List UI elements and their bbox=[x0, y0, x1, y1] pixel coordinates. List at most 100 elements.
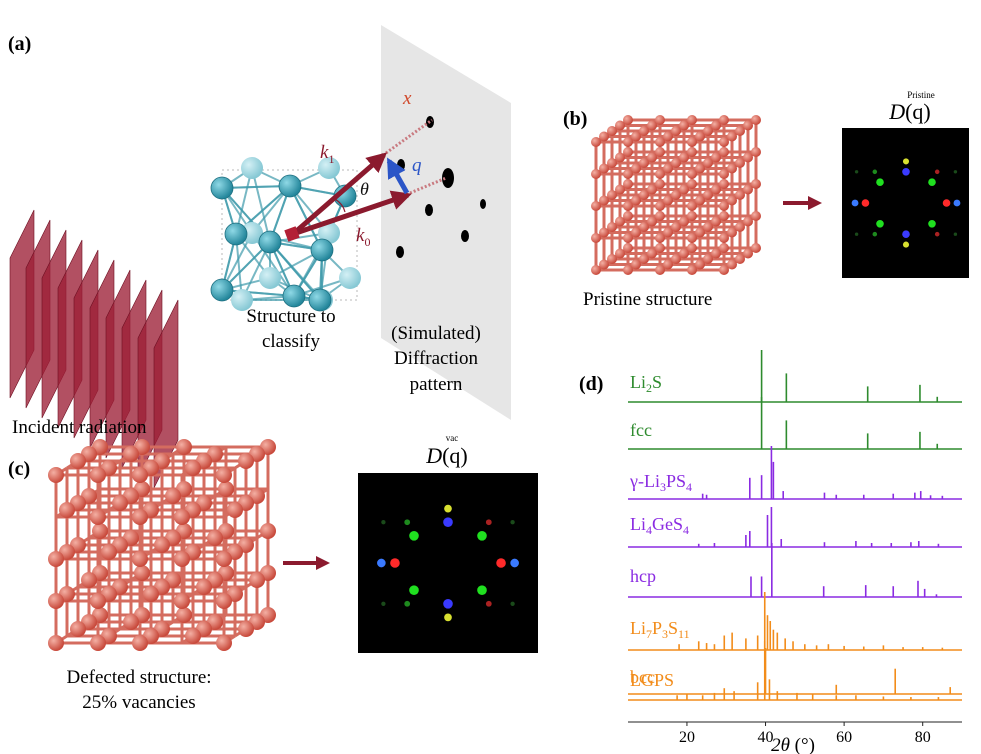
diffraction-peak bbox=[902, 241, 910, 248]
lattice-atom bbox=[639, 190, 649, 200]
lattice-atom bbox=[687, 211, 697, 221]
lattice-atom bbox=[623, 147, 633, 157]
lattice-atom bbox=[687, 147, 697, 157]
diffraction-peak bbox=[444, 613, 452, 622]
lattice-atom bbox=[695, 163, 705, 174]
structure-caption-line1: Structure to bbox=[246, 306, 335, 327]
spectrum-label: Li2S bbox=[630, 372, 662, 395]
lattice-atom bbox=[174, 509, 190, 525]
diffraction-peak bbox=[953, 199, 961, 207]
diffraction-peak bbox=[872, 169, 878, 175]
defected-lattice bbox=[48, 439, 276, 651]
lattice-atom bbox=[703, 222, 713, 232]
lattice-atom bbox=[599, 259, 609, 270]
lattice-atom bbox=[671, 126, 681, 136]
x-guide-line bbox=[385, 118, 433, 155]
lattice-atom bbox=[727, 195, 737, 206]
diffraction-peak bbox=[851, 199, 859, 207]
lattice-atom bbox=[655, 115, 665, 125]
lattice-atom bbox=[639, 254, 649, 264]
lattice-atom bbox=[59, 502, 75, 518]
lattice-atom bbox=[719, 265, 729, 275]
dq-pristine-spots bbox=[851, 158, 961, 248]
lattice-atom bbox=[90, 635, 106, 651]
lattice-atom bbox=[174, 593, 190, 609]
lattice-atom bbox=[687, 179, 697, 189]
spectrum-label: hcp bbox=[630, 566, 656, 586]
lattice-atom bbox=[679, 152, 689, 163]
lattice-atom bbox=[679, 184, 689, 195]
lattice-atom bbox=[727, 163, 737, 174]
x-tick-label: 20 bbox=[679, 729, 695, 746]
lattice-atom bbox=[639, 158, 649, 168]
atom bbox=[339, 267, 361, 289]
atom bbox=[310, 238, 334, 262]
lattice-atom bbox=[123, 614, 139, 630]
atom bbox=[210, 278, 234, 302]
diffraction-spot bbox=[397, 159, 405, 171]
lattice-atom bbox=[81, 572, 97, 588]
lattice-atom bbox=[48, 467, 64, 483]
lattice-atom bbox=[623, 211, 633, 221]
dq-vac-superscript: vac bbox=[446, 433, 459, 443]
lattice-atom bbox=[743, 216, 753, 227]
lattice-atom bbox=[599, 195, 609, 206]
lattice-atom bbox=[623, 169, 633, 179]
lattice-atom bbox=[227, 502, 243, 518]
lattice-atom bbox=[143, 586, 159, 602]
radiation-sheet bbox=[153, 299, 179, 489]
atom bbox=[241, 222, 263, 244]
lattice-atom bbox=[735, 190, 745, 200]
lattice-atom bbox=[719, 179, 729, 189]
spectrum-label: bcc bbox=[630, 667, 655, 687]
lattice-atom bbox=[695, 259, 705, 270]
lattice-atom bbox=[695, 131, 705, 142]
lattice-atom bbox=[687, 169, 697, 179]
diffraction-peak bbox=[902, 158, 910, 165]
lattice-atom bbox=[655, 179, 665, 189]
lattice-atom bbox=[751, 115, 761, 125]
lattice-atom bbox=[687, 201, 697, 211]
diffraction-peak bbox=[404, 519, 411, 526]
dq-vac-image bbox=[358, 473, 538, 653]
diffraction-peak bbox=[510, 601, 515, 606]
lattice-atom bbox=[735, 158, 745, 168]
lattice-atom bbox=[623, 233, 633, 243]
diffraction-spot bbox=[425, 204, 433, 216]
lattice-atom bbox=[607, 158, 617, 168]
scatter-origin bbox=[284, 226, 300, 242]
panel-c-label: (c) bbox=[8, 458, 30, 480]
x-axis-label: 2θ (°) bbox=[771, 735, 815, 754]
lattice-atom bbox=[260, 523, 276, 539]
lattice-atom bbox=[48, 635, 64, 651]
lattice-atom bbox=[655, 169, 665, 179]
lattice-atom bbox=[90, 509, 106, 525]
spectrum: Li4GeS4 bbox=[628, 507, 962, 548]
diffraction-peak bbox=[477, 531, 487, 541]
diffraction-peak bbox=[854, 170, 859, 174]
lattice-atom bbox=[216, 467, 232, 483]
lattice-atom bbox=[591, 169, 601, 179]
lattice-atom bbox=[647, 248, 657, 259]
k0-symbol: k0 bbox=[356, 225, 370, 249]
diffraction-peak bbox=[404, 600, 411, 607]
q-arrow bbox=[386, 157, 410, 195]
k1-symbol: k1 bbox=[320, 142, 334, 166]
lattice-atom bbox=[216, 551, 232, 567]
diffraction-peak bbox=[854, 232, 859, 236]
lattice-atom bbox=[154, 537, 170, 553]
spectrum-label: Li7P3S11 bbox=[630, 618, 690, 641]
atom bbox=[258, 230, 282, 254]
lattice-atom bbox=[735, 222, 745, 232]
diffraction-peak bbox=[942, 199, 951, 207]
lattice-atom bbox=[719, 147, 729, 157]
lattice-atom bbox=[591, 233, 601, 243]
lattice-atom bbox=[599, 131, 609, 142]
defected-caption-line2: 25% vacancies bbox=[82, 692, 195, 713]
lattice-atom bbox=[591, 137, 601, 147]
lattice-atom bbox=[623, 179, 633, 189]
lattice-atom bbox=[132, 467, 148, 483]
detector-plane bbox=[381, 25, 511, 420]
lattice-atom bbox=[727, 259, 737, 270]
